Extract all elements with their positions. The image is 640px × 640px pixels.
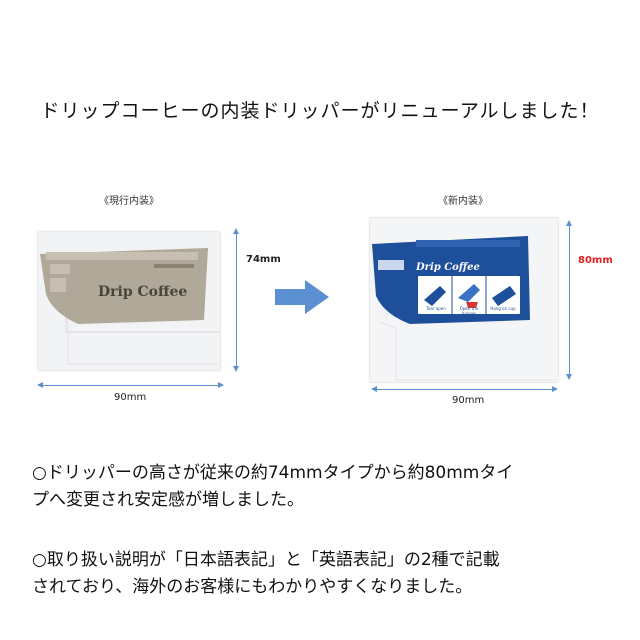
new-width-arrow-left <box>371 386 377 392</box>
new-width-label: 90mm <box>452 395 485 406</box>
new-height-label: 80mm <box>578 255 613 266</box>
new-height-arrow-top <box>566 220 572 226</box>
paragraph-height-change: ○ドリッパーの高さが従来の約74mmタイプから約80mmタイ プへ変更され安定感… <box>32 460 632 514</box>
new-width-line <box>376 389 552 390</box>
new-product-image: Drip Coffee Tear open Open the hanger Ha… <box>370 218 558 382</box>
new-height-line <box>569 225 570 375</box>
old-product-label: Drip Coffee <box>98 284 188 300</box>
old-width-label: 90mm <box>114 392 147 403</box>
paragraph-line: されており、海外のお客様にもわかりやすくなりました。 <box>32 577 473 597</box>
paragraph-line: プへ変更され安定感が増しました。 <box>32 490 304 510</box>
paragraph-bilingual-instructions: ○取り扱い説明が「日本語表記」と「英語表記」の2種で記載 されており、海外のお客… <box>32 547 632 601</box>
old-height-line <box>236 233 237 367</box>
new-product-caption: 《新内装》 <box>438 196 488 207</box>
panel-label-tear: Tear open <box>426 306 446 311</box>
new-height-arrow-bottom <box>566 374 572 380</box>
old-product-caption: 《現行内装》 <box>99 196 159 207</box>
paragraph-line: ○ドリッパーの高さが従来の約74mmタイプから約80mmタイ <box>32 463 514 483</box>
old-height-arrow-bottom <box>233 366 239 372</box>
old-product-image: Drip Coffee <box>38 232 220 370</box>
headline: ドリップコーヒーの内装ドリッパーがリニューアルしました！ <box>40 100 600 122</box>
old-dripper-illustration <box>40 248 220 365</box>
old-height-label: 74mm <box>246 254 281 265</box>
paragraph-line: ○取り扱い説明が「日本語表記」と「英語表記」の2種で記載 <box>32 550 500 570</box>
panel-label-hang: Hang on cup <box>490 306 516 311</box>
new-dripper-illustration <box>372 236 556 381</box>
old-width-arrow-right <box>218 382 224 388</box>
old-width-line <box>42 385 218 386</box>
new-width-arrow-right <box>552 386 558 392</box>
old-width-arrow-left <box>37 382 43 388</box>
right-arrow-icon <box>275 280 329 314</box>
old-height-arrow-top <box>233 228 239 234</box>
panel-label-open: Open the hanger <box>459 306 479 316</box>
new-product-label: Drip Coffee <box>416 262 480 273</box>
